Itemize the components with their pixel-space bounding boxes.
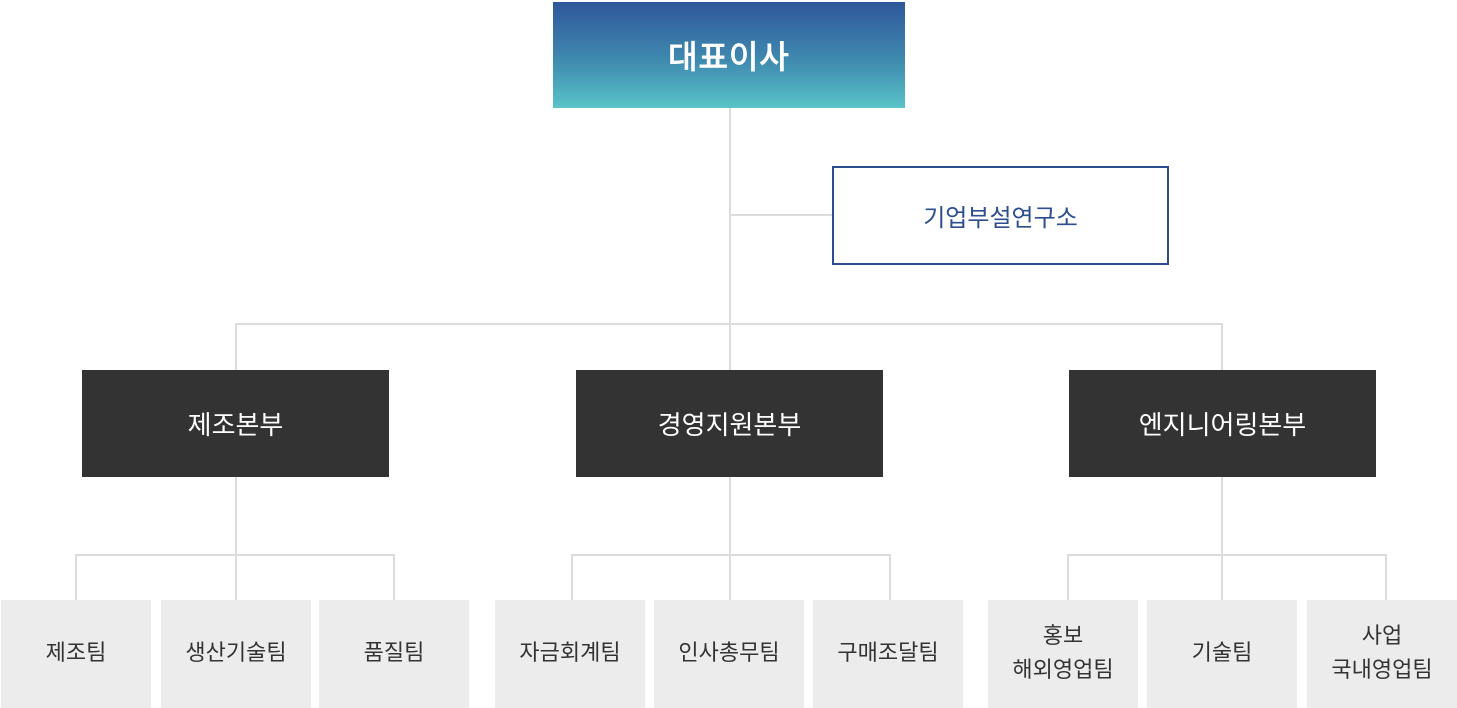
team-label-line1: 사업: [1361, 624, 1403, 649]
connector-team3-up: [393, 554, 395, 600]
team-production-technology: 생산기술팀: [161, 600, 311, 708]
team-business-domestic-sales: 사업 국내영업팀: [1307, 600, 1457, 708]
team-label: 자금회계팀: [519, 641, 621, 666]
research-lab-label: 기업부설연구소: [923, 204, 1078, 232]
division-manufacturing: 제조본부: [82, 370, 389, 477]
connector-div2-down: [729, 477, 731, 600]
connector-div2-team-bar: [571, 554, 891, 556]
research-lab-box: 기업부설연구소: [832, 166, 1169, 265]
connector-div3-team-bar: [1067, 554, 1387, 556]
connector-div3-up: [1221, 323, 1223, 370]
team-label-line2: 국내영업팀: [1331, 658, 1433, 683]
team-label: 인사총무팀: [678, 641, 780, 666]
team-purchasing: 구매조달팀: [813, 600, 963, 708]
connector-team4-up: [571, 554, 573, 600]
connector-div1-down: [235, 477, 237, 600]
connector-div1-up: [235, 323, 237, 370]
connector-div3-down: [1221, 477, 1223, 600]
ceo-label: 대표이사: [668, 38, 790, 76]
connector-division-bar: [235, 323, 1223, 325]
connector-team7-up: [1067, 554, 1069, 600]
team-label-line2: 해외영업팀: [1012, 658, 1114, 683]
team-label: 생산기술팀: [185, 641, 287, 666]
division-label: 제조본부: [187, 411, 284, 441]
connector-team9-up: [1385, 554, 1387, 600]
team-manufacturing: 제조팀: [1, 600, 151, 708]
team-finance-accounting: 자금회계팀: [495, 600, 645, 708]
team-label: 품질팀: [363, 641, 425, 666]
team-pr-overseas-sales: 홍보 해외영업팀: [988, 600, 1138, 708]
connector-team1-up: [75, 554, 77, 600]
team-label: 기술팀: [1191, 641, 1253, 666]
team-label-line1: 홍보: [1042, 624, 1084, 649]
team-technology: 기술팀: [1147, 600, 1297, 708]
ceo-box: 대표이사: [553, 2, 905, 108]
connector-ceo-down: [729, 108, 731, 370]
team-label: 구매조달팀: [837, 641, 939, 666]
team-quality: 품질팀: [319, 600, 469, 708]
connector-lab: [730, 214, 832, 216]
division-label: 경영지원본부: [657, 411, 802, 441]
connector-div1-team-bar: [75, 554, 395, 556]
division-engineering: 엔지니어링본부: [1069, 370, 1376, 477]
division-management-support: 경영지원본부: [576, 370, 883, 477]
division-label: 엔지니어링본부: [1138, 411, 1307, 441]
team-label: 제조팀: [45, 641, 107, 666]
connector-team6-up: [889, 554, 891, 600]
team-hr-general-affairs: 인사총무팀: [654, 600, 804, 708]
